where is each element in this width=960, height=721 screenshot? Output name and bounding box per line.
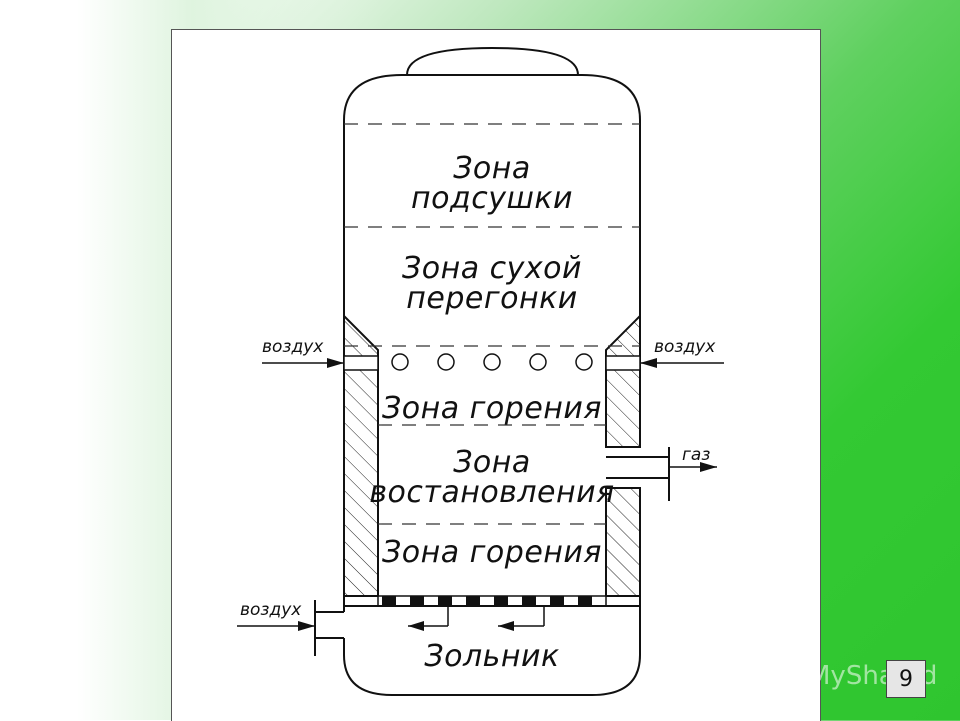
air-nozzles — [391, 353, 593, 371]
air-bottom-label: воздух — [240, 600, 302, 620]
zone-distillation-label-1: Зона сухой — [402, 251, 582, 286]
zone-reduction-label-2: востановления — [369, 475, 614, 510]
page-number-text: 9 — [899, 666, 913, 692]
nozzle — [483, 353, 501, 371]
presentation-icon — [769, 662, 801, 692]
page-number: 9 — [886, 660, 926, 698]
zone-combustion-lower-label: Зона горения — [382, 535, 602, 570]
nozzle — [529, 353, 547, 371]
gas-outlet-pipe — [606, 447, 717, 501]
zone-combustion-upper-label: Зона горения — [382, 391, 602, 426]
ash-pit-label: Зольник — [424, 639, 559, 674]
right-wall-hatch — [605, 313, 641, 597]
ash-arrows — [408, 606, 545, 631]
zone-reduction-label-1: Зона — [453, 445, 531, 480]
zone-drying-label-1: Зона — [453, 151, 531, 186]
zone-distillation-label-2: перегонки — [406, 281, 577, 316]
air-left-label: воздух — [262, 337, 324, 357]
left-air-inlet — [262, 355, 379, 371]
diagram-panel: Зона подсушки Зона сухой перегонки Зона … — [171, 29, 821, 721]
grate — [344, 595, 640, 607]
zone-drying-label-2: подсушки — [411, 181, 573, 216]
nozzle — [575, 353, 593, 371]
top-dome — [406, 46, 579, 76]
gas-outlet-label: газ — [682, 445, 710, 465]
gasifier-diagram: Зона подсушки Зона сухой перегонки Зона … — [237, 46, 724, 696]
bottom-air-inlet — [237, 600, 344, 656]
right-air-inlet — [605, 355, 724, 371]
nozzle — [391, 353, 409, 371]
nozzle — [437, 353, 455, 371]
zone-separators — [344, 123, 640, 525]
air-right-label: воздух — [654, 337, 716, 357]
